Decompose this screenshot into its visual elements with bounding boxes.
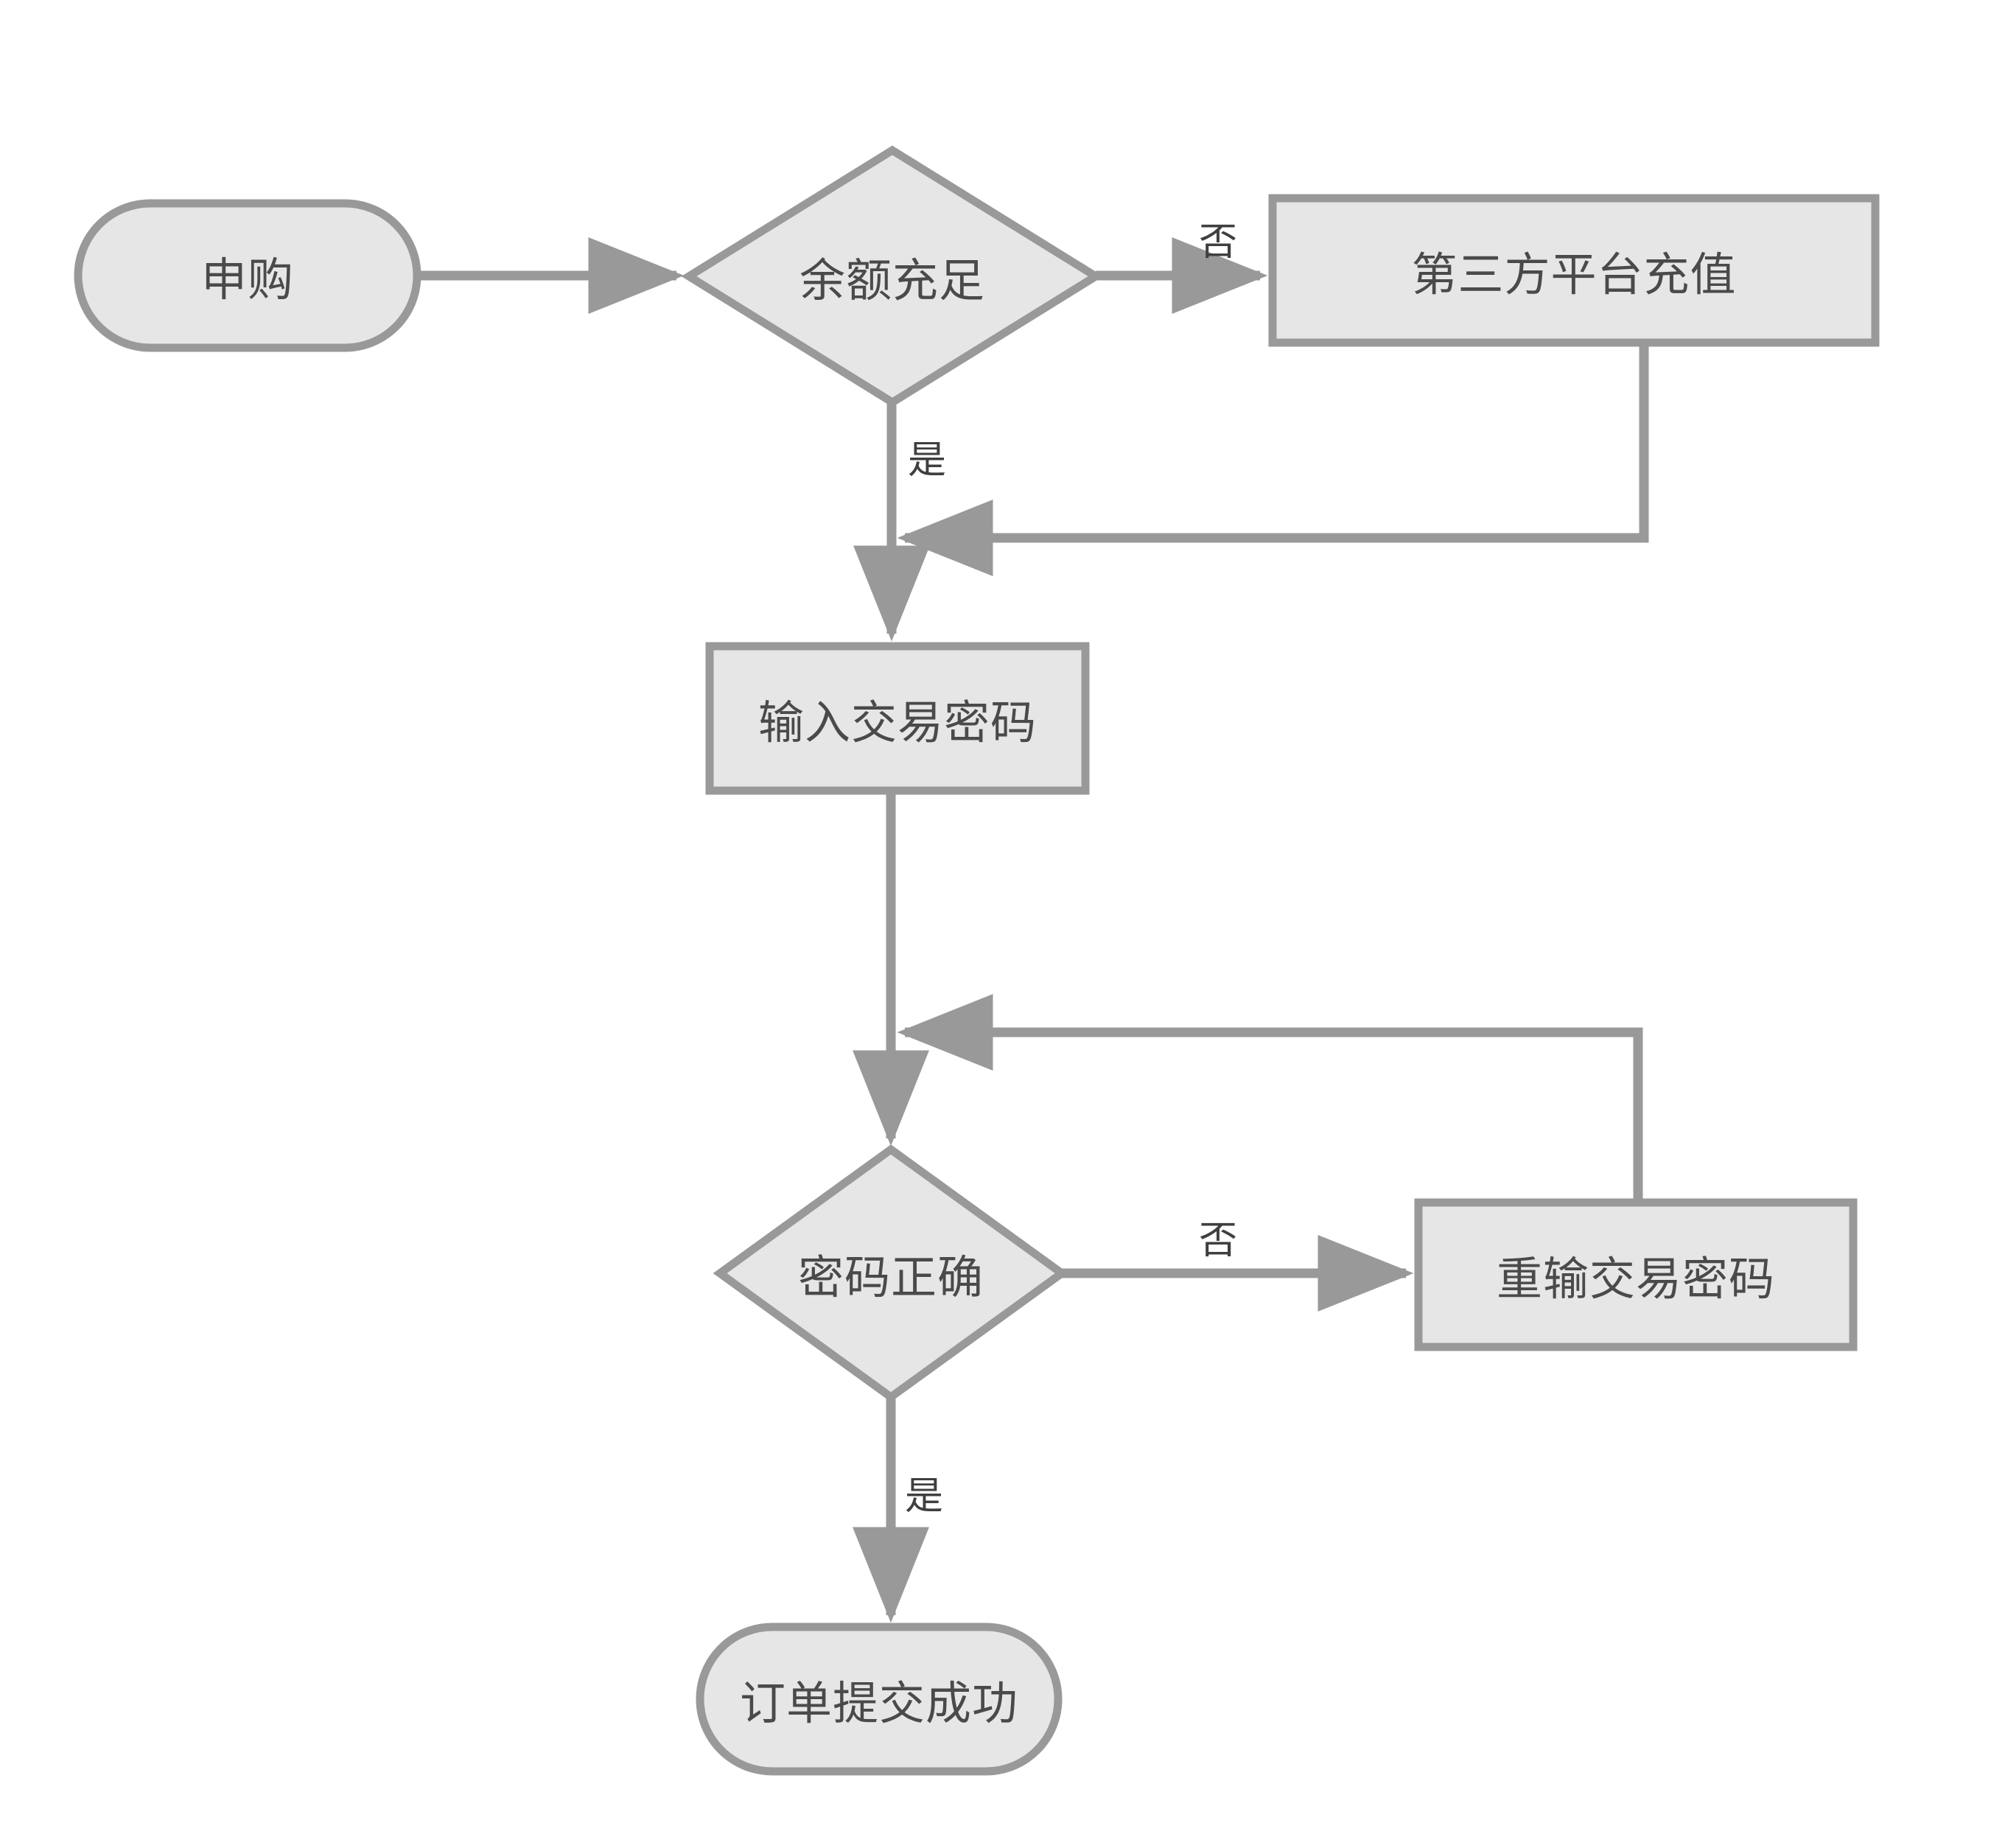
node-shape-success[interactable] — [696, 1623, 1063, 1776]
node-recharge[interactable] — [1273, 198, 1875, 343]
node-start[interactable] — [78, 203, 417, 348]
edge-label-pwd-yes: 是 — [905, 1474, 944, 1519]
edge-label-pwd-no: 否 — [1199, 1219, 1238, 1263]
node-success[interactable] — [700, 1627, 1058, 1771]
edge-label-balance-yes: 是 — [908, 438, 947, 483]
edge-recharge-return — [897, 343, 1649, 576]
node-pwd-ok[interactable] — [720, 1149, 1062, 1397]
node-retry-pwd[interactable] — [1418, 1203, 1853, 1347]
node-balance[interactable] — [689, 150, 1096, 402]
node-enter-pwd[interactable] — [710, 646, 1085, 791]
node-shape-enter-pwd[interactable] — [705, 642, 1090, 795]
node-shape-retry-pwd[interactable] — [1414, 1198, 1858, 1351]
edge-retry-pwd-return — [897, 994, 1643, 1203]
node-shape-recharge[interactable] — [1268, 194, 1880, 347]
edge-label-balance-no: 否 — [1199, 220, 1238, 265]
